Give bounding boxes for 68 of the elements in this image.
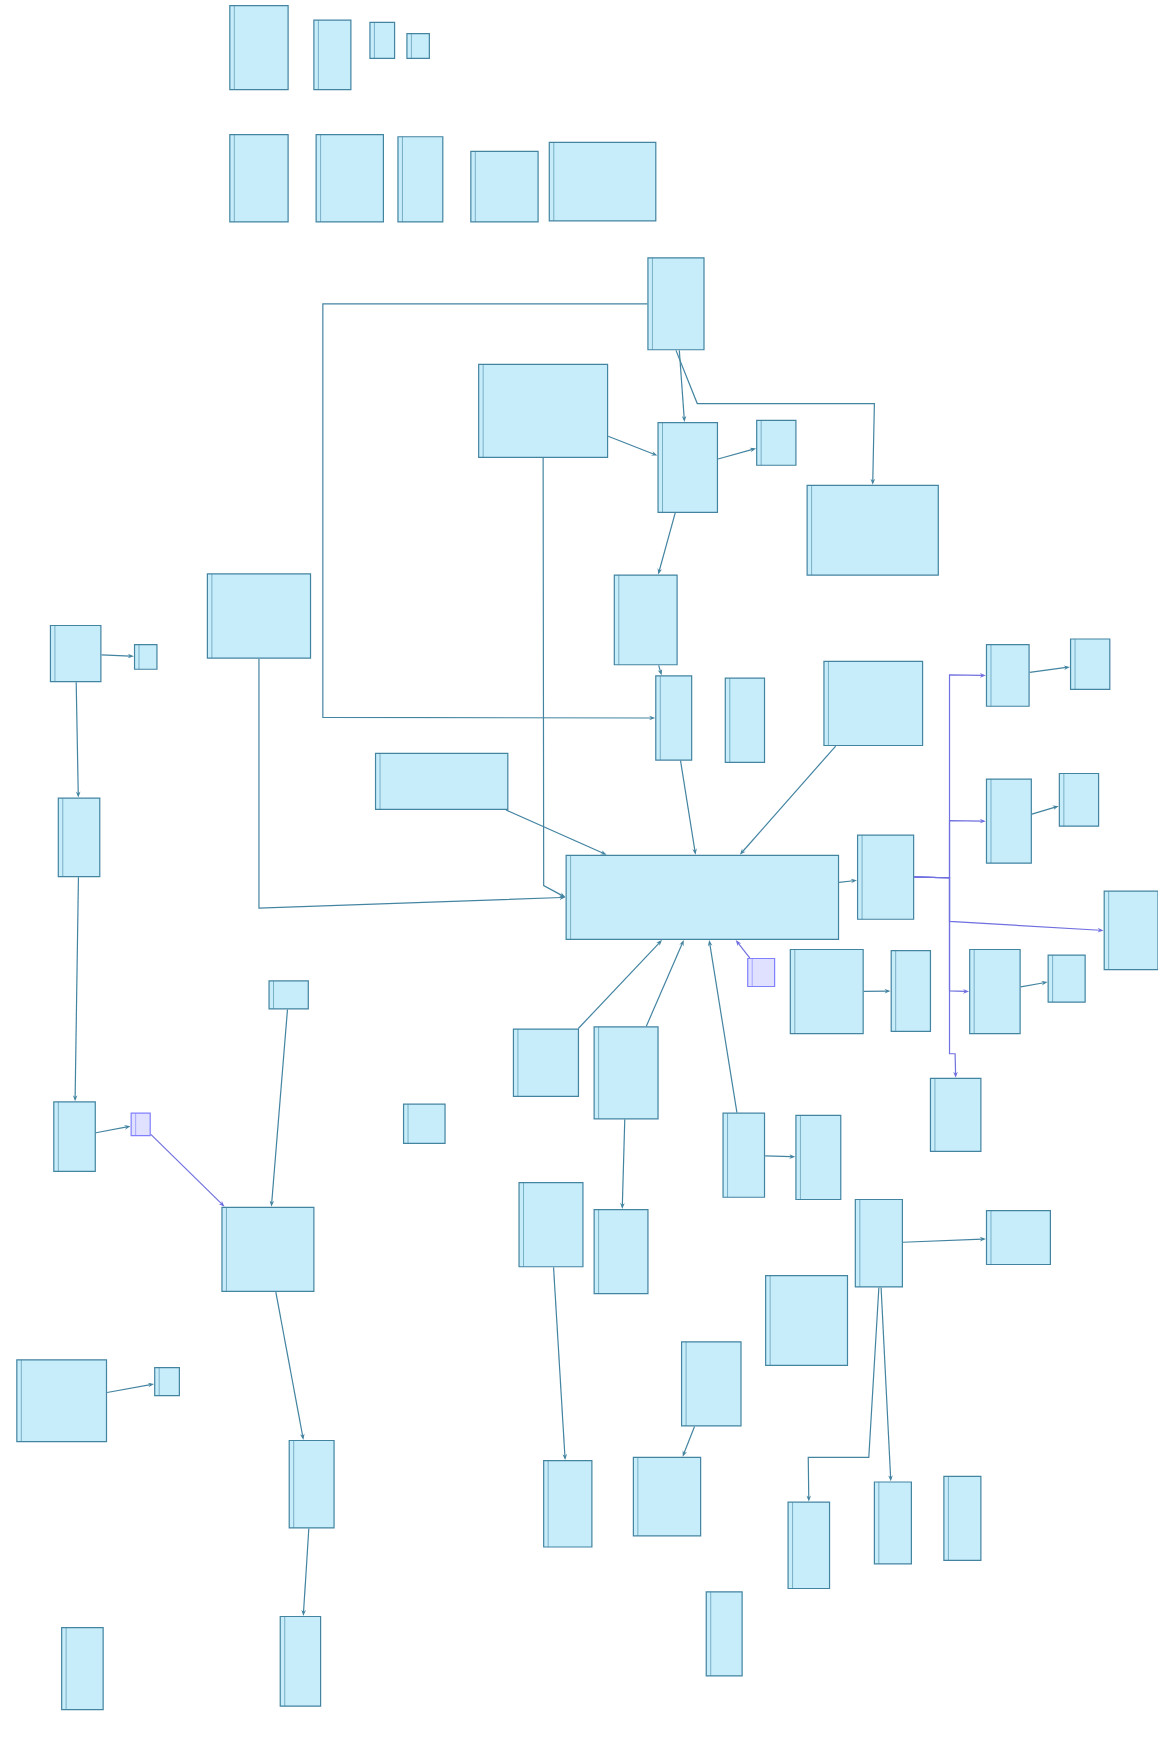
table-box: [154, 1367, 180, 1397]
table-box: [985, 1210, 1051, 1266]
table-box: [313, 19, 352, 91]
table-box: [16, 1359, 108, 1443]
table-box: [229, 5, 289, 91]
table-box: [61, 1627, 104, 1711]
table-box: [985, 644, 1030, 707]
table-box: [1103, 890, 1158, 971]
table-box: [288, 1439, 335, 1529]
table-box: [756, 419, 797, 466]
table-box: [543, 1460, 593, 1548]
table-box: [765, 1275, 849, 1366]
table-box: [133, 644, 158, 670]
table-box: [705, 1591, 743, 1677]
table-box: [512, 1028, 580, 1097]
table-box: [268, 980, 309, 1010]
table-box: [369, 21, 396, 59]
table-box: [969, 948, 1021, 1035]
table-box: [221, 1206, 315, 1292]
table-box: [929, 1077, 982, 1152]
table-box: [806, 484, 939, 576]
table-box: [229, 133, 289, 223]
table-box: [943, 1475, 982, 1562]
table-box: [402, 1103, 446, 1145]
table-box: [518, 1182, 584, 1268]
table-box: [890, 950, 932, 1032]
table-box: [315, 133, 384, 223]
table-box: [856, 834, 915, 920]
connector: [620, 1118, 626, 1209]
table-box: [823, 660, 924, 747]
table-box: [680, 1341, 742, 1427]
table-box: [724, 677, 766, 763]
table-box: [49, 624, 102, 683]
table-box: [53, 1101, 96, 1173]
table-box: [873, 1481, 912, 1565]
table-box: [374, 752, 509, 810]
connector: [577, 940, 662, 1030]
table-box: [1058, 772, 1100, 827]
connector: [678, 349, 687, 422]
table-box: [789, 948, 864, 1035]
table-box: [985, 778, 1032, 864]
table-box: [593, 1026, 659, 1120]
table-box: [406, 33, 430, 59]
table-box: [795, 1114, 842, 1201]
table-box: [206, 573, 312, 659]
table-box: [613, 574, 678, 666]
connector: [707, 940, 738, 1114]
table-box: [130, 1112, 151, 1137]
table-box: [57, 797, 101, 878]
connector: [645, 940, 684, 1027]
table-box: [397, 136, 444, 223]
table-box: [657, 422, 719, 513]
table-box: [747, 957, 776, 988]
table-box: [565, 854, 840, 940]
table-box: [787, 1501, 831, 1590]
table-box: [1047, 954, 1086, 1003]
table-box: [1069, 638, 1111, 691]
table-box: [722, 1112, 766, 1198]
table-box: [470, 150, 539, 223]
table-box: [647, 257, 705, 351]
connector: [1029, 665, 1070, 674]
table-box: [632, 1456, 702, 1537]
table-box: [593, 1209, 649, 1295]
table-box: [854, 1198, 903, 1288]
table-box: [478, 363, 609, 458]
table-box: [279, 1615, 322, 1707]
table-box: [655, 675, 693, 761]
table-box: [548, 141, 657, 222]
